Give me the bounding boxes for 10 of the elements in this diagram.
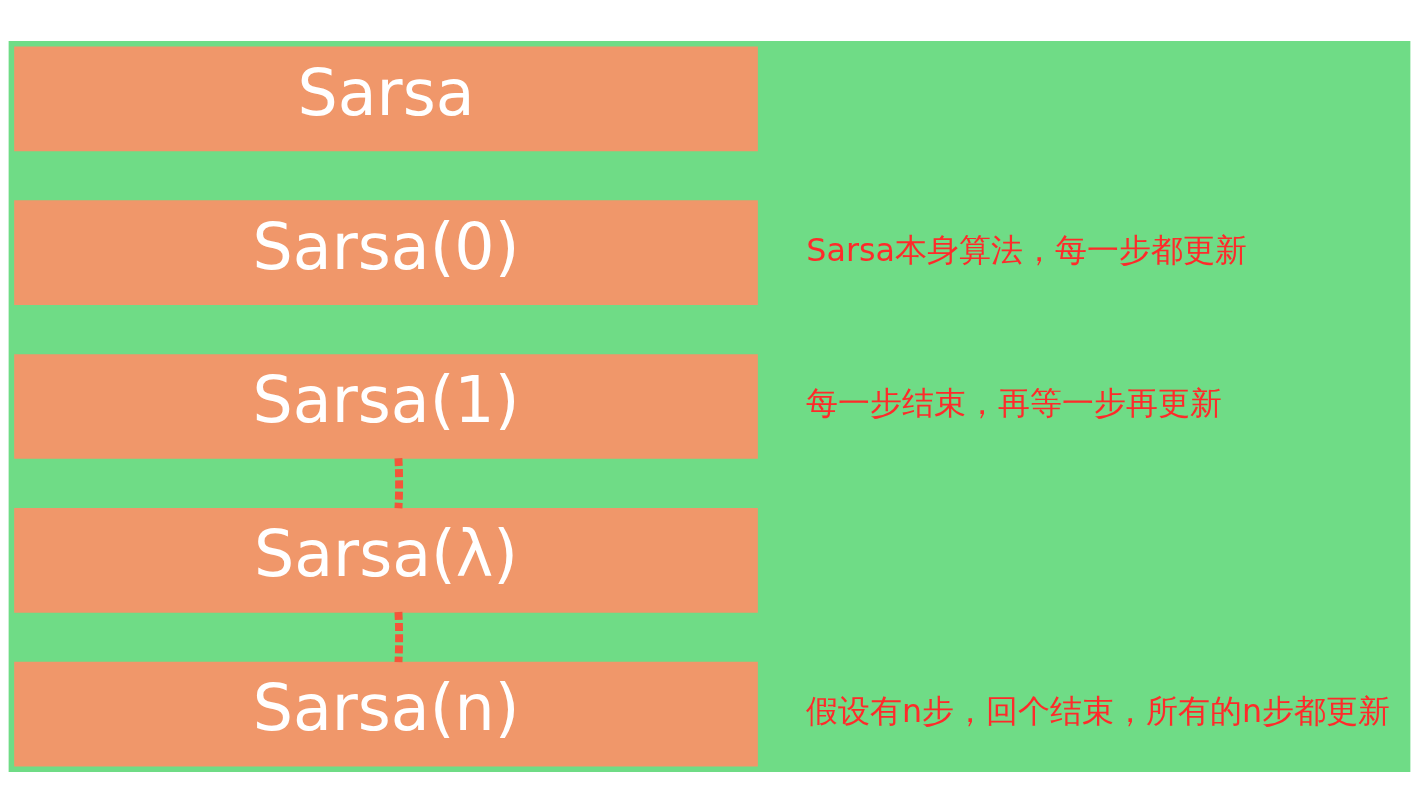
node-box: Sarsa(n) (14, 661, 758, 766)
node-box: Sarsa(λ) (14, 507, 758, 613)
connector (394, 457, 404, 508)
connector (394, 611, 404, 662)
node-label: 每一步结束，再等一步再更新 (805, 384, 1222, 421)
node-box: Sarsa(1) (14, 353, 758, 459)
node-box: Sarsa (14, 46, 758, 151)
node-label: Sarsa本身算法，每一步都更新 (806, 231, 1247, 268)
node-box: Sarsa(0) (14, 199, 758, 305)
node-label: 假设有n步，回个结束，所有的n步都更新 (805, 692, 1391, 729)
